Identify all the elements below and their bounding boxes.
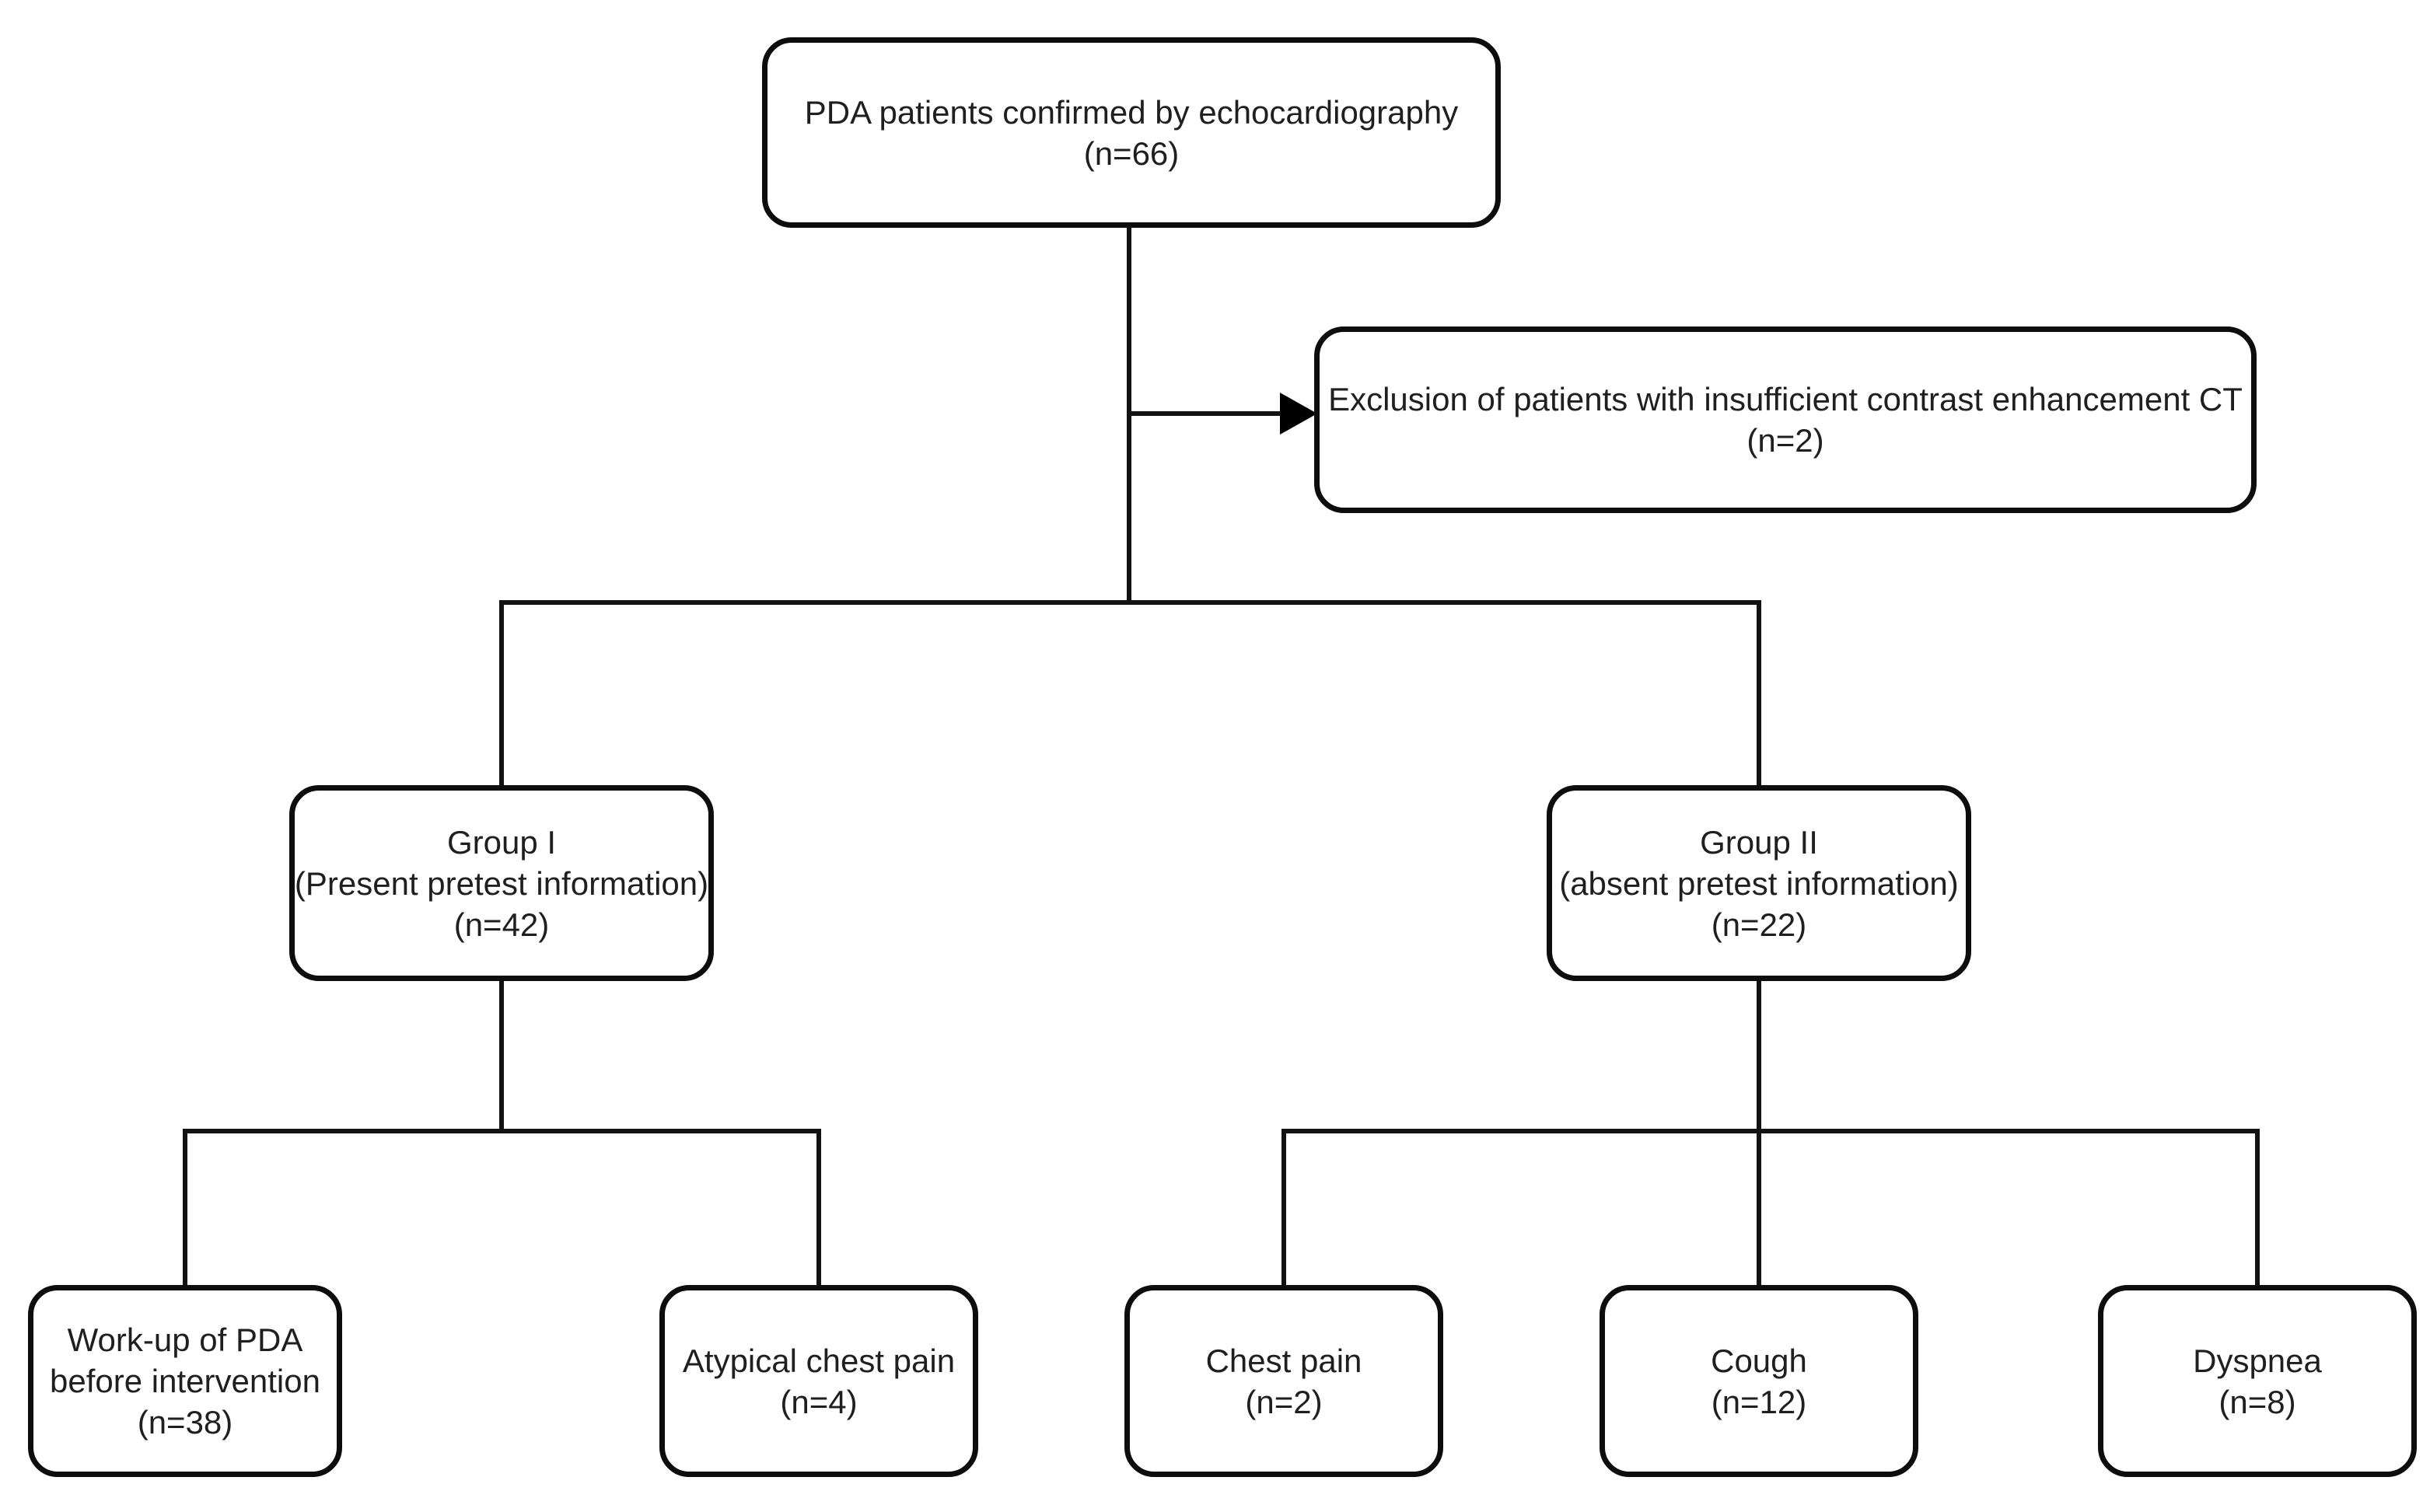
node-group-1-title: Group I	[446, 823, 557, 861]
node-workup-pda-count: (n=38)	[137, 1404, 233, 1440]
connector-drop-workup	[183, 1129, 187, 1288]
node-group-1: Group I (Present pretest information) (n…	[289, 785, 714, 981]
node-pda-patients-count: (n=66)	[1083, 134, 1180, 172]
node-dyspnea-count: (n=8)	[2218, 1383, 2296, 1420]
node-exclusion-label: Exclusion of patients with insufficient …	[1328, 381, 2243, 417]
node-atypical-chest-pain: Atypical chest pain (n=4)	[659, 1285, 978, 1477]
node-pda-patients-label: PDA patients confirmed by echocardiograp…	[804, 93, 1459, 131]
connector-drop-chest-pain	[1281, 1129, 1286, 1288]
connector-split-group1	[183, 1129, 821, 1133]
connector-group1-trunk	[499, 979, 504, 1133]
node-atypical-chest-pain-count: (n=4)	[780, 1383, 858, 1420]
connector-drop-dyspnea	[2255, 1129, 2260, 1288]
connector-drop-cough	[1757, 1129, 1761, 1288]
node-workup-pda-label-2: before intervention	[50, 1363, 320, 1399]
arrowhead-right-icon	[1280, 393, 1317, 435]
connector-drop-group1	[499, 600, 504, 787]
node-chest-pain-count: (n=2)	[1245, 1383, 1323, 1420]
node-dyspnea: Dyspnea (n=8)	[2098, 1285, 2417, 1477]
node-exclusion-count: (n=2)	[1746, 422, 1824, 459]
node-workup-pda: Work-up of PDA before intervention (n=38…	[28, 1285, 342, 1477]
node-group-2: Group II (absent pretest information) (n…	[1547, 785, 1971, 981]
node-group-2-count: (n=22)	[1711, 906, 1807, 943]
node-chest-pain: Chest pain (n=2)	[1124, 1285, 1443, 1477]
node-cough-count: (n=12)	[1711, 1383, 1807, 1420]
connector-drop-group2	[1757, 600, 1761, 787]
node-cough-label: Cough	[1711, 1342, 1807, 1379]
connector-drop-atypical	[816, 1129, 821, 1288]
node-dyspnea-label: Dyspnea	[2193, 1342, 2322, 1379]
node-group-1-count: (n=42)	[453, 906, 550, 943]
node-cough: Cough (n=12)	[1600, 1285, 1918, 1477]
node-group-2-subtitle: (absent pretest information)	[1559, 864, 1959, 902]
node-chest-pain-label: Chest pain	[1205, 1342, 1362, 1379]
node-workup-pda-label-1: Work-up of PDA	[67, 1322, 303, 1358]
node-atypical-chest-pain-label: Atypical chest pain	[682, 1342, 956, 1379]
node-group-1-subtitle: (Present pretest information)	[294, 864, 709, 902]
connector-split-group2	[1281, 1129, 2260, 1133]
node-group-2-title: Group II	[1700, 823, 1818, 861]
connector-exclusion-arrow-line	[1129, 411, 1285, 416]
connector-split-level1	[499, 600, 1761, 605]
node-pda-patients: PDA patients confirmed by echocardiograp…	[762, 37, 1501, 228]
connector-group2-trunk	[1757, 979, 1761, 1133]
node-exclusion: Exclusion of patients with insufficient …	[1314, 326, 2257, 513]
